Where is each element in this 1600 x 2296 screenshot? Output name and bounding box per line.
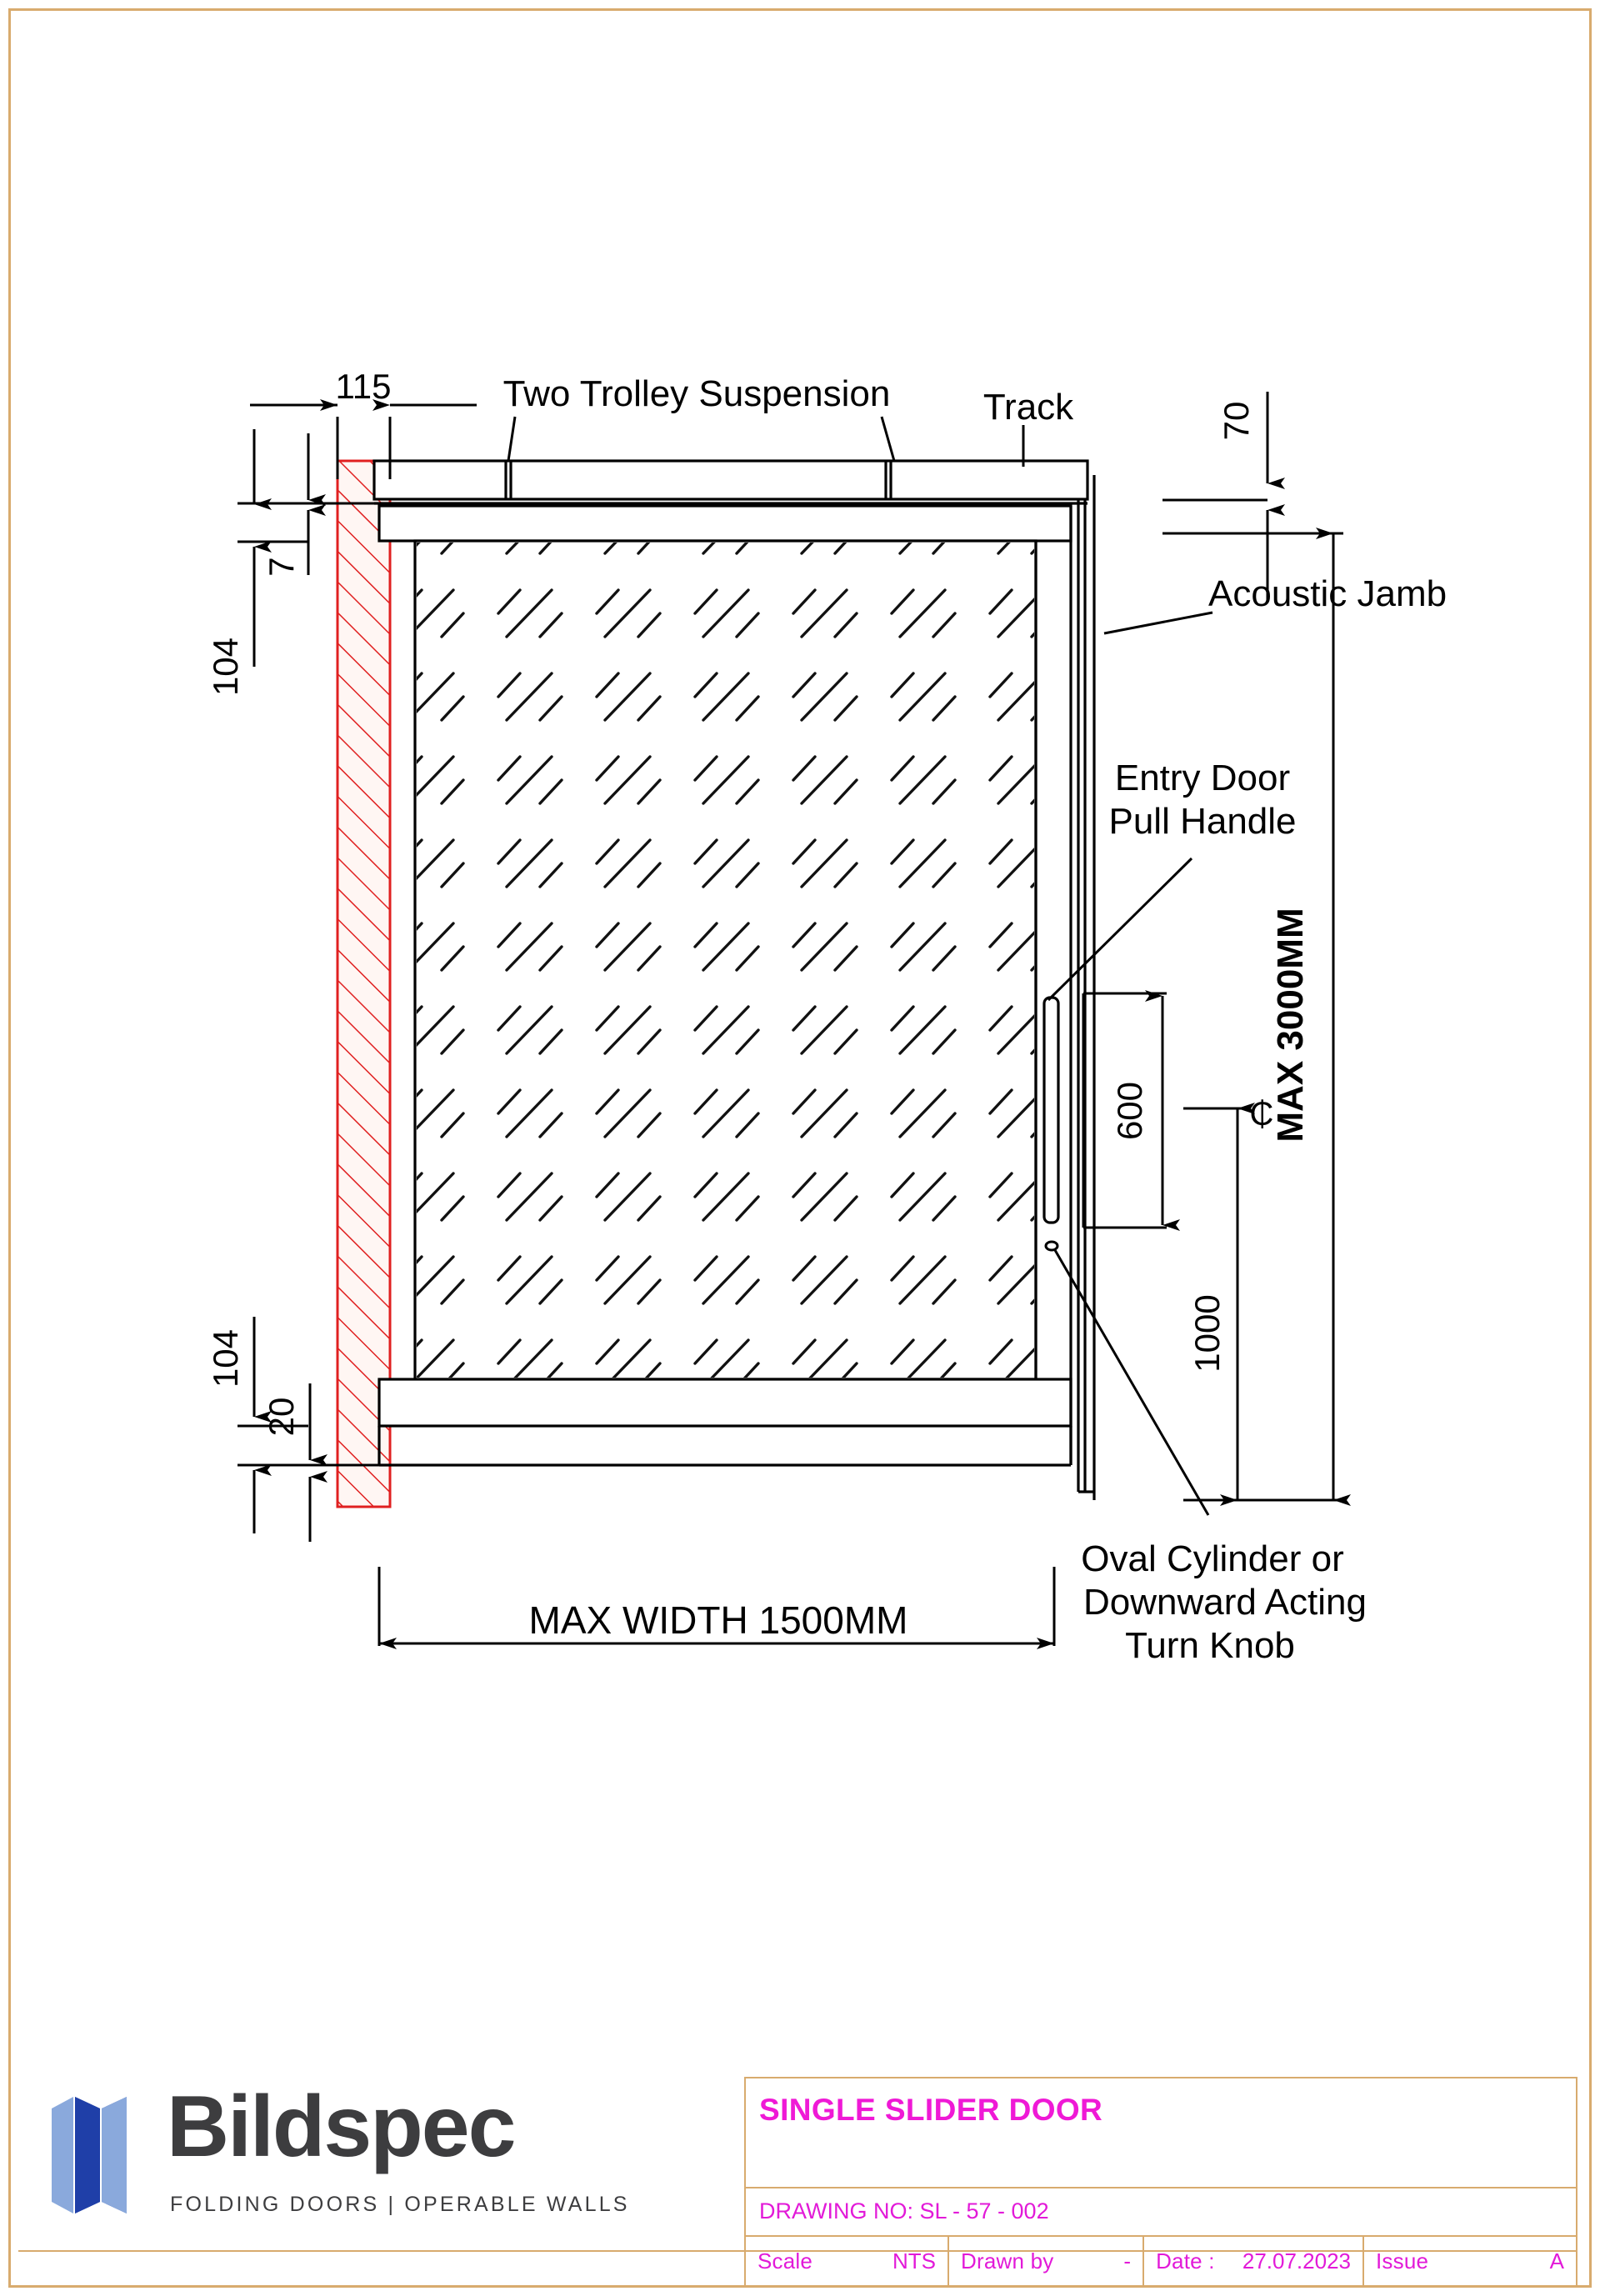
dimension-600: 600 [1082, 990, 1180, 1231]
title-block-meta-row: Scale NTS Drawn by - Date : 27.07.2023 I… [746, 2237, 1576, 2286]
label-two-trolley-suspension: Two Trolley Suspension [503, 373, 891, 414]
field-drawn-by-label: Drawn by [961, 2248, 1054, 2273]
leader-lines [507, 416, 1213, 1516]
field-date: Date : 27.07.2023 [1144, 2237, 1364, 2286]
label-oval-cylinder-3: Turn Knob [1125, 1625, 1295, 1666]
field-date-value: 27.07.2023 [1242, 2248, 1351, 2273]
label-track: Track [983, 387, 1074, 428]
field-scale: Scale NTS [746, 2237, 950, 2286]
door-leaf [378, 475, 1096, 1500]
field-scale-value: NTS [892, 2248, 937, 2273]
oval-cylinder-graphic[interactable] [1044, 1240, 1059, 1252]
logo-wordmark: Bildspec [167, 2078, 516, 2175]
centreline-symbol: ₵ [1250, 1096, 1274, 1133]
field-issue: Issue A [1364, 2237, 1576, 2286]
title-block-drawing-no-row: DRAWING NO: SL - 57 - 002 [746, 2188, 1576, 2237]
label-oval-cylinder-2: Downward Acting [1083, 1582, 1367, 1623]
company-logo: Bildspec FOLDING DOORS | OPERABLE WALLS [43, 2083, 718, 2242]
dimension-70: 70 [1162, 392, 1285, 600]
field-issue-label: Issue [1376, 2248, 1429, 2273]
field-drawn-by: Drawn by - [949, 2237, 1145, 2286]
field-date-label: Date : [1156, 2248, 1215, 2273]
dimension-20: 20 [262, 1383, 379, 1542]
dimension-104-bottom: 104 [206, 1317, 308, 1533]
field-issue-value: A [1549, 2248, 1564, 2273]
title-block: SINGLE SLIDER DOOR DRAWING NO: SL - 57 -… [744, 2077, 1578, 2288]
label-acoustic-jamb: Acoustic Jamb [1208, 573, 1447, 614]
technical-drawing-canvas: 115 7 104 104 20 70 [206, 367, 1447, 1666]
wall-section [336, 459, 392, 1508]
logo-tagline: FOLDING DOORS | OPERABLE WALLS [170, 2193, 630, 2216]
svg-text:104: 104 [206, 1329, 245, 1388]
svg-text:20: 20 [262, 1398, 301, 1437]
svg-text:104: 104 [206, 638, 245, 696]
label-entry-door-pull-handle-2: Pull Handle [1108, 801, 1296, 842]
dimension-max-width: MAX WIDTH 1500MM [378, 1567, 1056, 1649]
label-oval-cylinder-1: Oval Cylinder or [1081, 1538, 1343, 1579]
svg-text:600: 600 [1110, 1082, 1149, 1140]
svg-text:115: 115 [336, 367, 392, 406]
title-block-title-row: SINGLE SLIDER DOOR [746, 2078, 1576, 2188]
field-scale-label: Scale [758, 2248, 813, 2273]
annotation-texts: Two Trolley Suspension Track Acoustic Ja… [503, 373, 1447, 1666]
dimension-1000: 1000 ₵ [1183, 1096, 1274, 1506]
dimension-max-height: MAX 3000MM [1162, 528, 1351, 1506]
door-elevation-svg: 115 7 104 104 20 70 [206, 367, 1447, 1666]
svg-text:70: 70 [1217, 402, 1256, 441]
svg-text:1000: 1000 [1188, 1294, 1227, 1372]
label-entry-door-pull-handle-1: Entry Door [1115, 758, 1290, 798]
drawing-number: DRAWING NO: SL - 57 - 002 [759, 2198, 1049, 2223]
field-drawn-by-value: - [1123, 2248, 1132, 2273]
drawing-title: SINGLE SLIDER DOOR [759, 2093, 1103, 2127]
svg-text:7: 7 [262, 557, 301, 576]
svg-text:MAX WIDTH 1500MM: MAX WIDTH 1500MM [529, 1598, 908, 1642]
track-assembly [372, 459, 1089, 505]
dimension-115: 115 [250, 367, 477, 479]
entry-door-pull-handle-graphic[interactable] [1042, 996, 1060, 1224]
svg-text:MAX 3000MM: MAX 3000MM [1270, 908, 1311, 1142]
title-block-divider [18, 2250, 1577, 2252]
bildspec-mark-icon [52, 2097, 127, 2213]
dimension-104-top: 104 [206, 429, 308, 696]
